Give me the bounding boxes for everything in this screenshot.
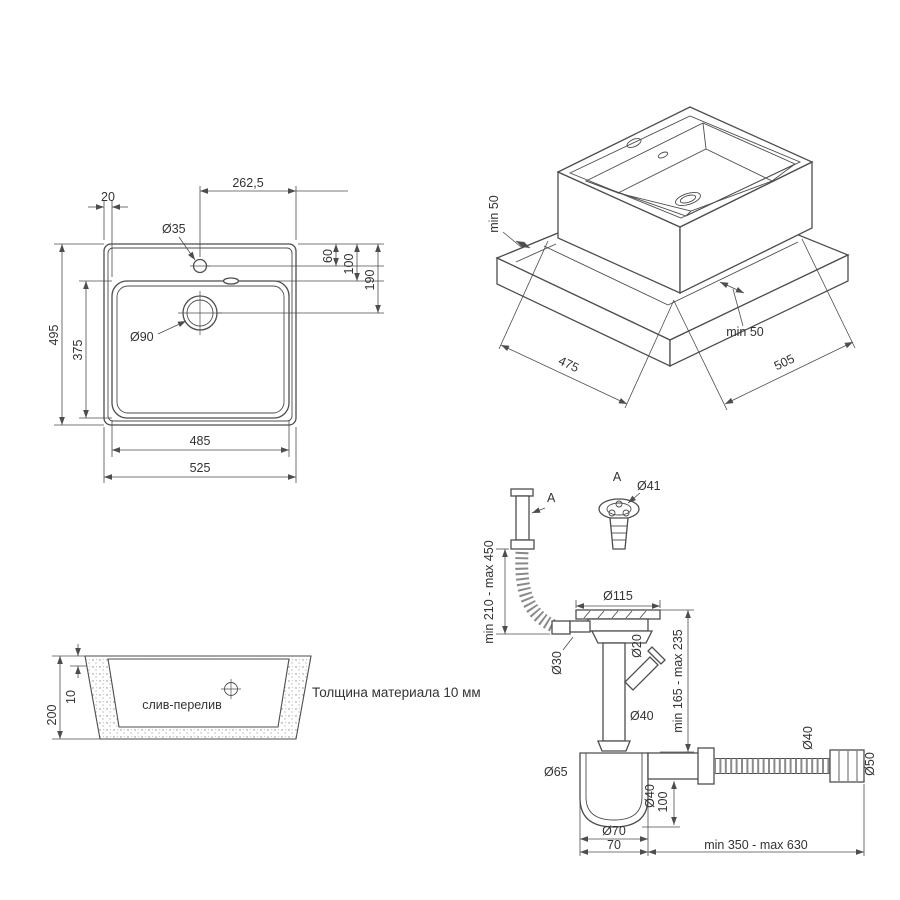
material-note: Толщина материала 10 мм [312,685,481,700]
dim-262-5: 262,5 [232,176,263,190]
dim-d115: Ø115 [603,589,633,603]
sink-3d [556,106,814,295]
siphon-view: A A Ø41 min 210 - max 450 [482,470,877,856]
hose-nut [551,620,571,635]
dim-d70: Ø70 [602,824,626,838]
dim-20: 20 [101,190,115,204]
iso-dim-min50-left: min 50 [487,195,531,249]
dim-d50: Ø50 [863,752,877,776]
sink-outline [103,243,297,426]
dim-d65: Ø65 [544,765,568,779]
dim-525: 525 [190,461,211,475]
overflow-pipe [510,488,535,550]
dim-495: 495 [47,325,61,346]
drain-3d [675,191,701,207]
dim-10: 10 [64,690,78,704]
overflow-label: слив-перелив [142,698,222,712]
dim-375: 375 [71,340,85,361]
overflow-hose [515,551,559,633]
plan-view: 495 375 20 262,5 Ø35 Ø90 [47,176,384,483]
dim-d20: Ø20 [630,634,644,658]
dim-100: 100 [342,254,356,275]
dim-d40-tail: Ø40 [630,709,654,723]
overflow-symbol [221,679,241,699]
bowl-outline [111,280,290,419]
dim-505: 505 [772,352,797,374]
dim-height-range: min 165 - max 235 [660,609,694,753]
overflow-hole-3d [657,151,669,159]
dim-485: 485 [190,434,211,448]
plan-dimensions: 495 375 20 262,5 Ø35 Ø90 [47,176,384,483]
outlet-assembly: Ø40 Ø50 Ø40 100 [642,726,877,828]
dim-min50-left: min 50 [487,195,501,233]
dim-d40-flex: Ø40 [801,726,815,750]
iso-dim-min50-right: min 50 [719,281,764,339]
pipe-end-fitting [829,749,865,783]
dim-190: 190 [363,270,377,291]
dim-d90: Ø90 [130,330,154,344]
dim-d30: Ø30 [550,651,564,675]
faucet-hole-3d [626,138,642,148]
dim-d40-outlet: Ø40 [643,784,657,808]
iso-view: 475 505 min 50 [487,106,856,411]
tailpipe: Ø20 Ø40 [602,634,666,742]
dim-hose-range: min 210 - max 450 [482,540,550,644]
dim-100: 100 [656,792,670,813]
section-arrow [531,507,546,514]
section-dimensions: 200 10 [45,644,100,740]
overflow-inlet [569,620,591,633]
dim-min50-right: min 50 [726,325,764,339]
hose-range-label: min 210 - max 450 [482,540,496,644]
section-view: слив-перелив Толщина материала 10 мм 200… [45,644,481,740]
dim-d41: Ø41 [637,479,661,493]
branch-cap [647,646,666,665]
dim-flex-range: min 350 - max 630 [704,838,808,852]
dim-200: 200 [45,705,59,726]
dim-70: 70 [607,838,621,852]
overflow-slot [222,277,240,285]
dim-d35: Ø35 [162,222,186,236]
drain-flange: Ø115 Ø30 [550,589,661,675]
branch-pipe [624,656,659,691]
height-range-label: min 165 - max 235 [671,629,685,733]
siphon-bottom-dims: Ø70 70 min 350 - max 630 [579,784,865,856]
detail-a: A Ø41 [598,470,661,550]
section-material [84,655,312,740]
dim-475: 475 [556,354,581,376]
detail-a-label: A [613,470,622,484]
bottle-trap: Ø65 [544,740,649,828]
section-arrow-label: A [547,491,556,505]
dim-60: 60 [321,249,335,263]
